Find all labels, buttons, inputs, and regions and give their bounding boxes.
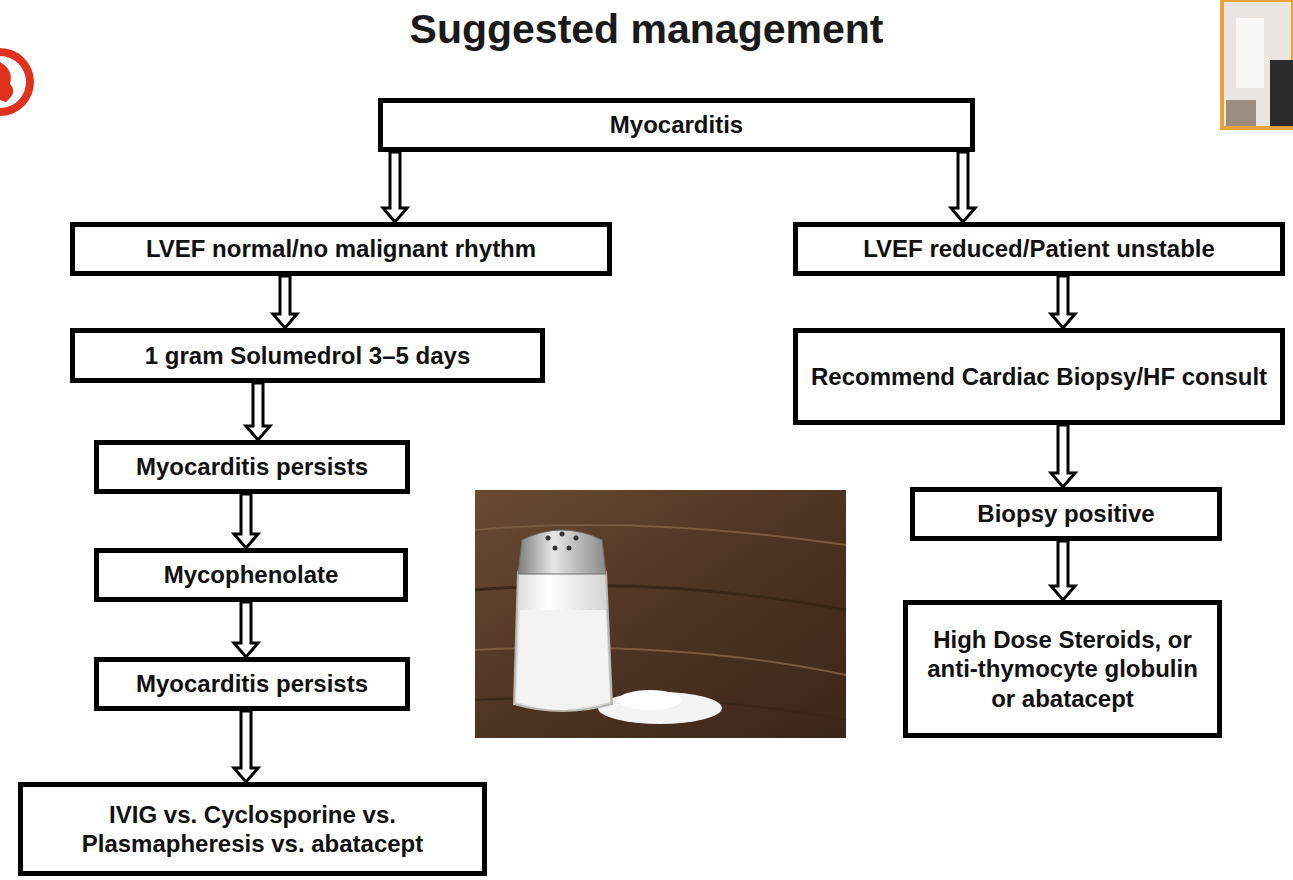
process-box: LVEF normal/no malignant rhythm xyxy=(70,222,612,276)
hollow-arrow xyxy=(234,711,258,782)
process-box: Myocarditis xyxy=(378,98,975,152)
process-box: Myocarditis persists xyxy=(94,657,410,711)
box-text: Biopsy positive xyxy=(977,499,1154,528)
hollow-arrow xyxy=(273,276,297,328)
salt-shaker-photo xyxy=(475,490,846,738)
box-text: Myocarditis persists xyxy=(136,452,368,481)
box-text: LVEF reduced/Patient unstable xyxy=(863,234,1215,263)
hollow-arrow xyxy=(234,494,258,548)
hollow-arrow xyxy=(1051,541,1075,600)
process-box: IVIG vs. Cyclosporine vs. Plasmapheresis… xyxy=(18,782,487,876)
logo xyxy=(0,48,34,116)
box-text: IVIG vs. Cyclosporine vs. Plasmapheresis… xyxy=(33,800,472,859)
box-text: Mycophenolate xyxy=(164,560,339,589)
box-text: Myocarditis xyxy=(610,110,743,139)
hollow-arrow xyxy=(1051,276,1075,328)
process-box: 1 gram Solumedrol 3–5 days xyxy=(70,328,545,383)
process-box: Mycophenolate xyxy=(94,548,408,602)
process-box: LVEF reduced/Patient unstable xyxy=(793,222,1285,276)
hollow-arrow xyxy=(246,383,270,440)
hollow-arrow xyxy=(383,152,407,222)
hollow-arrow xyxy=(1051,425,1075,487)
box-text: High Dose Steroids, or anti-thymocyte gl… xyxy=(918,625,1207,713)
video-thumbnail xyxy=(1222,0,1293,128)
process-box: Myocarditis persists xyxy=(94,440,410,494)
box-text: LVEF normal/no malignant rhythm xyxy=(146,234,536,263)
hollow-arrow xyxy=(951,152,975,222)
box-text: Myocarditis persists xyxy=(136,669,368,698)
process-box: Recommend Cardiac Biopsy/HF consult xyxy=(793,328,1285,425)
box-text: 1 gram Solumedrol 3–5 days xyxy=(145,341,470,370)
box-text: Recommend Cardiac Biopsy/HF consult xyxy=(811,362,1267,391)
process-box: High Dose Steroids, or anti-thymocyte gl… xyxy=(903,600,1222,738)
process-box: Biopsy positive xyxy=(910,487,1222,541)
diagram-title: Suggested management xyxy=(300,6,993,53)
hollow-arrow xyxy=(234,602,258,657)
